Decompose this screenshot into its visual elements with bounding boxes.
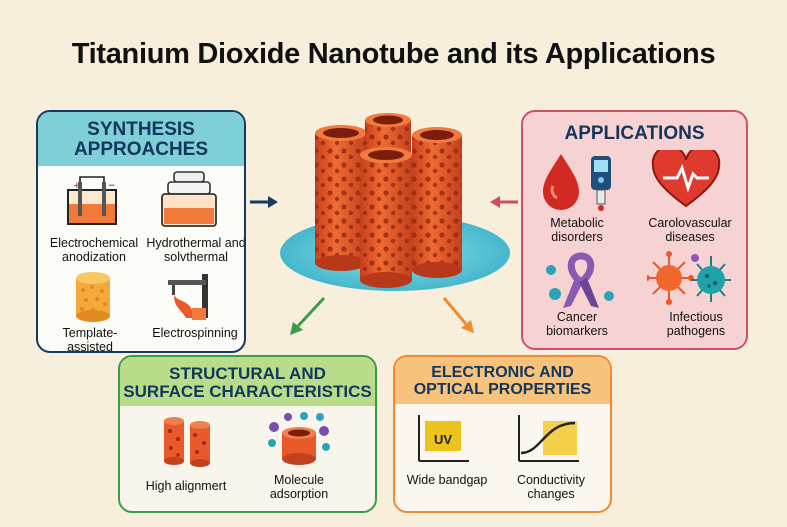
caption-electrospinning: Electrospinning [152, 326, 238, 340]
caption-conductivity: Conductivity changes [516, 473, 586, 502]
adsorption-icon [268, 412, 330, 465]
svg-text:+: + [73, 181, 81, 191]
nanotube-back-right [412, 127, 462, 278]
autoclave-icon [161, 171, 217, 227]
caption-metabolic: Metabolic disorders [550, 216, 604, 245]
blood-drop-glucometer-icon [543, 154, 611, 211]
svg-text:−: − [108, 181, 116, 191]
synthesis-heading: SYNTHESIS APPROACHES [38, 112, 244, 166]
virus-icon [647, 251, 731, 305]
caption-cancer: Cancer biomarkers [546, 310, 608, 339]
caption-electrochemical: Electrochemical anodization [49, 236, 139, 265]
arrow-applications-to-nanotube [490, 196, 518, 208]
nanotube-front [360, 147, 412, 288]
template-cylinder-icon [76, 272, 110, 322]
caption-template: Template-assisted [62, 326, 118, 353]
nanotube-array-illustration [280, 113, 510, 291]
applications-heading: APPLICATIONS [564, 123, 705, 144]
aligned-tubes-icon [164, 417, 210, 467]
electronic-heading: ELECTRONIC AND OPTICAL PROPERTIES [395, 357, 610, 404]
caption-alignment: High alignmert [145, 479, 227, 493]
arrow-synthesis-to-nanotube [250, 196, 278, 208]
caption-bandgap: Wide bandgap [406, 473, 488, 487]
electrospinning-icon [168, 274, 208, 320]
uv-badge-text: UV [433, 432, 453, 447]
uv-bandgap-icon [418, 415, 469, 462]
synthesis-panel: SYNTHESIS APPROACHES + − Electrochemical… [36, 110, 246, 353]
conductivity-curve-icon [518, 415, 579, 462]
page-title: Titanium Dioxide Nanotube and its Applic… [71, 38, 716, 70]
applications-panel: APPLICATIONS Metabolic disorders Carolov… [521, 110, 748, 350]
heart-icon [651, 150, 721, 208]
caption-adsorption: Molecule adsorption [269, 473, 329, 502]
structural-panel: STRUCTURAL AND SURFACE CHARACTERISTICS H… [118, 355, 377, 513]
arrow-nanotube-to-structural [290, 296, 326, 335]
arrow-nanotube-to-electronic [442, 297, 474, 333]
nanotube-back-left [315, 125, 367, 271]
caption-cardiovascular: Carolovascular diseases [648, 216, 732, 245]
ribbon-icon [546, 252, 614, 308]
electronic-panel: ELECTRONIC AND OPTICAL PROPERTIES UV Wid… [393, 355, 612, 513]
caption-infectious: Infectious pathogens [666, 310, 726, 339]
structural-heading: STRUCTURAL AND SURFACE CHARACTERISTICS [120, 357, 375, 406]
caption-hydrothermal: Hydrothermal and solvthermal [146, 236, 246, 265]
electrochemical-cell-icon: + − [67, 176, 117, 225]
